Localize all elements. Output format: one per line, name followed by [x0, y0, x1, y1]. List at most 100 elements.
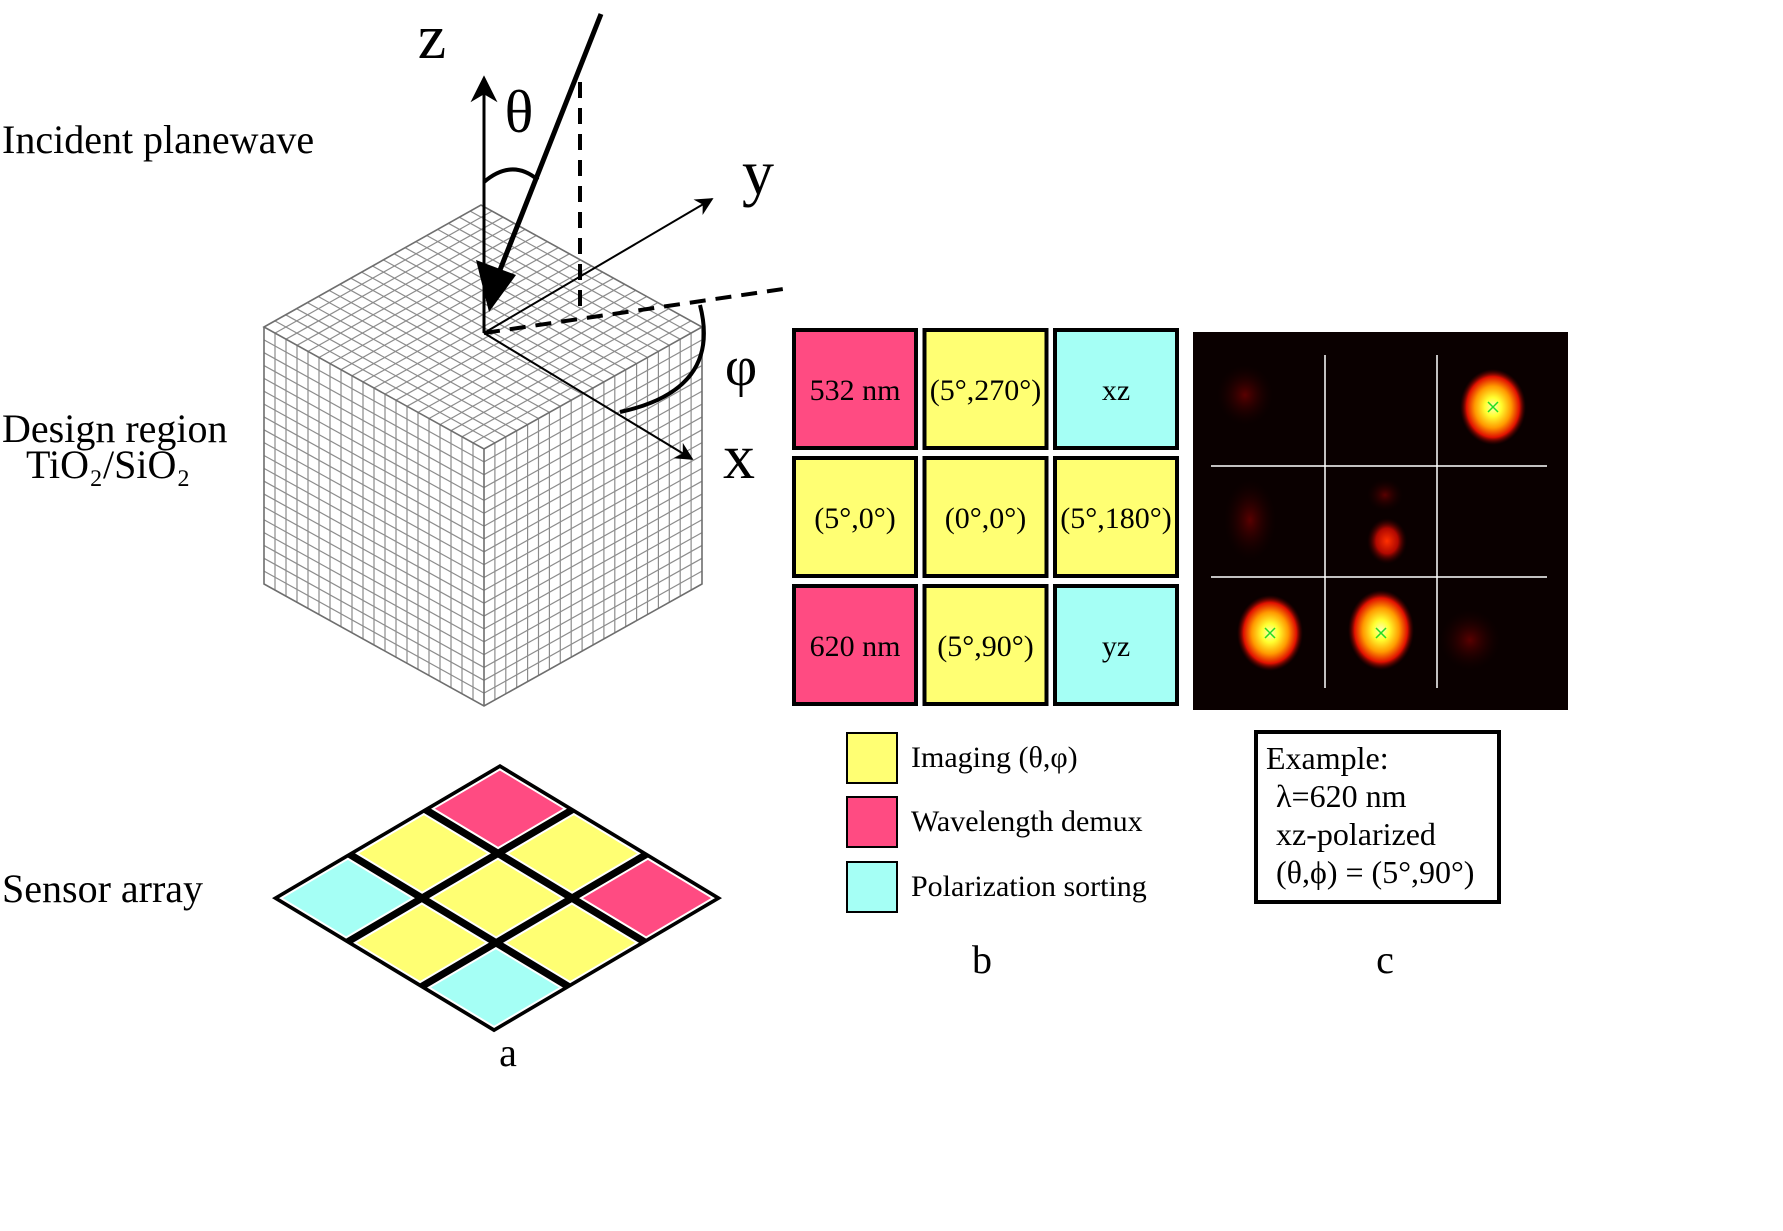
faint-lobe: [1224, 480, 1276, 560]
focal-spot-bottom-middle: [1348, 590, 1414, 670]
sensor-pixel-imaging: [429, 857, 565, 939]
mesh-line: [483, 570, 703, 694]
phi-label: φ: [725, 336, 757, 398]
example-polarization: xz-polarized: [1276, 816, 1436, 852]
theta-label: θ: [505, 79, 534, 145]
theta-arc: [482, 167, 540, 184]
legend-item-imaging: Imaging (θ,φ): [846, 732, 1078, 784]
sorting-grid: 532 nm (5°,270°) xz (5°,0°) (0°,0°) (5°,180°)…: [792, 328, 1179, 706]
legend-label: Imaging (θ,φ): [911, 741, 1078, 774]
mesh-line: [483, 544, 703, 668]
mesh-line: [483, 467, 703, 591]
mesh-line: [415, 241, 637, 365]
field-faint-texture: [1217, 365, 1500, 670]
sensor-pixel-imaging: [353, 902, 489, 984]
panel-a: z θ y φ x Incident planewave Design regi…: [2, 1, 791, 1075]
sensor-pixel-polarization: [279, 857, 415, 939]
mesh-line: [393, 253, 616, 377]
grid-cell-fill: [1053, 584, 1179, 706]
grid-cell-fill: [792, 328, 918, 450]
target-marker-icon: [1375, 627, 1387, 639]
mesh-line: [483, 480, 703, 604]
target-marker-icon: [1487, 401, 1499, 413]
incident-wave-arrowhead: [476, 260, 516, 312]
grid-cell-polarization: xz: [1053, 328, 1179, 450]
cube-mesh: [263, 210, 703, 700]
grid-cell-imaging: (5°,90°): [922, 584, 1049, 706]
mesh-line: [263, 493, 485, 617]
mesh-line: [263, 570, 485, 694]
mesh-line: [459, 216, 681, 340]
weak-spot-center: [1367, 518, 1407, 564]
grid-cell-imaging: (5°,180°): [1053, 456, 1179, 578]
grid-cell-label: (5°,270°): [930, 374, 1041, 407]
example-box: [1254, 730, 1501, 904]
legend-swatch: [846, 796, 898, 848]
mesh-line: [263, 544, 485, 668]
grid-cell-fill: [1053, 456, 1179, 578]
panel-a-caption: a: [499, 1030, 517, 1075]
mesh-line: [263, 532, 485, 656]
grid-cell-label: (5°,0°): [814, 502, 895, 535]
design-region-label: Design region: [2, 406, 228, 451]
grid-cell-fill: [922, 584, 1049, 706]
faint-lobe: [1217, 365, 1273, 425]
incident-wave-arrow-shaft: [497, 13, 604, 271]
x-axis-label: x: [723, 421, 755, 492]
grid-cell-label: (5°,90°): [937, 630, 1033, 663]
panel-b-caption: b: [972, 937, 992, 982]
sensor-pixel-wavelength: [431, 768, 567, 850]
sensor-pixel-wavelength: [579, 857, 715, 939]
mesh-line: [439, 302, 659, 426]
z-axis-label: z: [418, 1, 446, 72]
sensor-pixel-imaging: [355, 812, 491, 894]
faint-lobe: [1367, 479, 1403, 511]
grid-cell-label: 620 nm: [810, 630, 901, 663]
mesh-line: [406, 283, 625, 407]
sensor-pixel-imaging: [503, 902, 639, 984]
legend-label: Wavelength demux: [911, 805, 1143, 838]
grid-cell-wavelength: 532 nm: [792, 328, 918, 450]
target-marker-icon: [1264, 627, 1276, 639]
example-wavelength: λ=620 nm: [1276, 778, 1407, 814]
grid-cell-label: yz: [1102, 630, 1130, 663]
mesh-line: [483, 519, 703, 643]
field-grid-lines: [1211, 355, 1547, 688]
incident-planewave-label: Incident planewave: [2, 117, 314, 162]
material-label: TiO₂/SiO₂: [26, 442, 190, 487]
panel-c: Example: λ=620 nm xz-polarized (θ,ϕ) = (…: [1193, 332, 1568, 982]
mesh-line: [483, 493, 703, 617]
grid-cell-fill: [922, 328, 1049, 450]
legend-item-wavelength: Wavelength demux: [846, 796, 1143, 848]
legend-swatch: [846, 732, 898, 784]
mesh-line: [461, 314, 681, 438]
mesh-line: [383, 259, 605, 383]
grid-cell-label: 532 nm: [810, 374, 901, 407]
grid-cell-fill: [1053, 328, 1179, 450]
mesh-line: [450, 308, 670, 432]
legend-label: Polarization sorting: [911, 870, 1147, 903]
sensor-pixel-polarization: [427, 946, 563, 1029]
example-title: Example:: [1266, 740, 1389, 776]
mesh-line: [263, 480, 485, 604]
grid-cell-imaging: (5°,0°): [792, 456, 918, 578]
mesh-line: [263, 467, 485, 591]
sensor-pixel-imaging: [505, 812, 641, 894]
mesh-line: [404, 247, 626, 371]
grid-cell-label: xz: [1102, 374, 1130, 407]
mesh-line: [417, 289, 636, 413]
mesh-line: [483, 532, 703, 656]
mesh-line: [472, 320, 692, 444]
target-markers: [1264, 401, 1499, 639]
grid-cell-fill: [792, 456, 918, 578]
y-axis-label: y: [742, 137, 774, 208]
legend-item-polarization: Polarization sorting: [846, 861, 1147, 913]
mesh-line: [483, 454, 703, 579]
panel-c-caption: c: [1376, 937, 1394, 982]
legend-swatch: [846, 861, 898, 913]
mesh-line: [395, 277, 614, 401]
mesh-line: [437, 228, 659, 352]
mesh-line: [428, 295, 648, 420]
grid-cell-label: (0°,0°): [945, 502, 1026, 535]
